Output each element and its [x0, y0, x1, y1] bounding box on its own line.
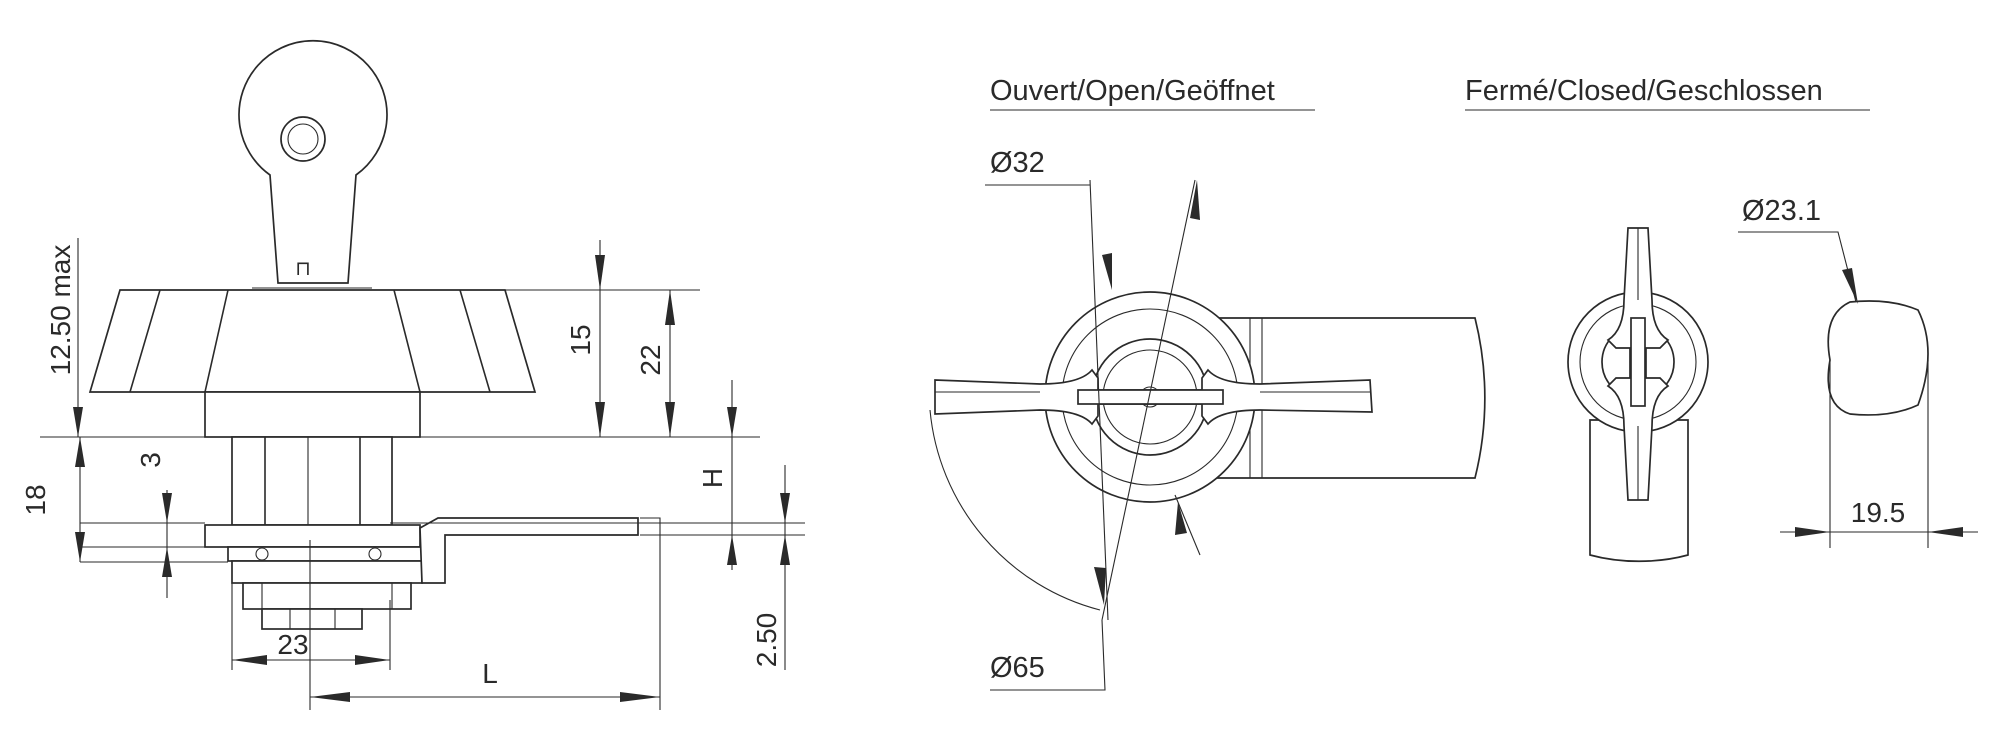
key: ⊓: [238, 40, 388, 284]
dim-dia32: Ø32: [990, 147, 1045, 179]
dim-dia23-1: Ø23.1: [1742, 195, 1821, 227]
dim-22: 22: [635, 344, 666, 375]
side-dimension-lines: 12.50 max 15 22 18 3 H: [20, 238, 790, 702]
dim-23: 23: [277, 629, 308, 660]
open-view-title: Ouvert/Open/Geöffnet: [990, 75, 1275, 107]
dim-h: H: [697, 468, 728, 488]
dim-l: L: [482, 658, 498, 689]
key-mark: ⊓: [295, 258, 311, 280]
side-extension-lines: [40, 289, 805, 710]
dim-key-height: 12.50 max: [45, 245, 76, 376]
dim-19-5: 19.5: [1851, 497, 1906, 528]
closed-view: Fermé/Closed/Geschlossen Ø23.1 19.5: [1465, 75, 1978, 563]
wing-knob: [88, 287, 537, 438]
lock-cylinder: [204, 436, 424, 630]
side-view: ⊓: [20, 40, 805, 710]
cam-profile: [1827, 300, 1929, 416]
dim-18: 18: [20, 484, 51, 515]
dim-dia65: Ø65: [990, 652, 1045, 684]
cam-lever: [419, 517, 661, 584]
dim-2-50: 2.50: [751, 613, 782, 668]
closed-view-title: Fermé/Closed/Geschlossen: [1465, 75, 1823, 107]
dim-15: 15: [565, 324, 596, 355]
dim-3: 3: [135, 452, 166, 468]
open-view: Ouvert/Open/Geöffnet Ø32 Ø65: [929, 75, 1486, 691]
